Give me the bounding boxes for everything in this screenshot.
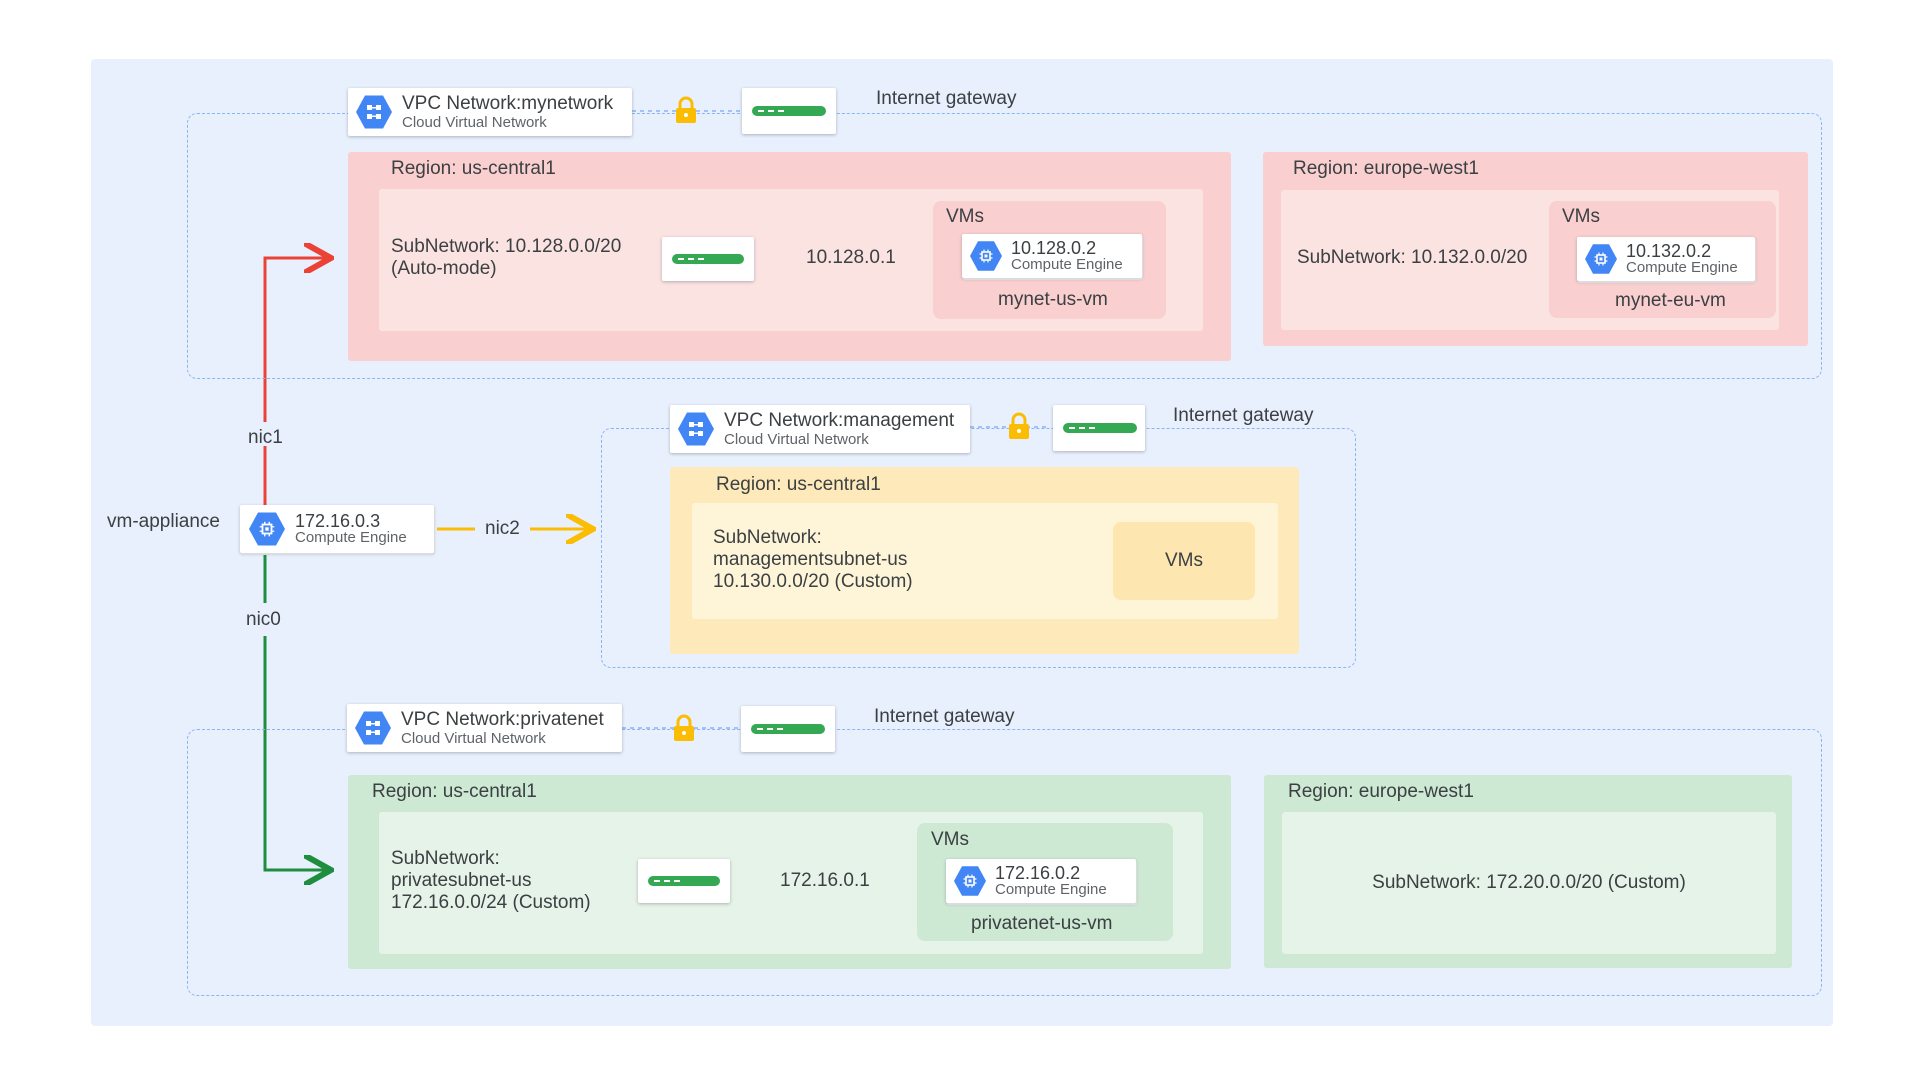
region-label: Region: europe-west1 bbox=[1288, 781, 1474, 802]
nic0-line-lower bbox=[263, 636, 328, 870]
vms-group: VMs bbox=[1113, 522, 1255, 600]
vpc-boundary-management bbox=[601, 428, 1356, 668]
lock-icon bbox=[1009, 412, 1029, 439]
vm-name: privatenet-us-vm bbox=[971, 913, 1113, 934]
vpc-title: VPC Network:management bbox=[724, 409, 955, 431]
vpc-card-mynetwork[interactable]: VPC Network:mynetwork Cloud Virtual Netw… bbox=[348, 88, 632, 136]
internet-gateway-router-icon bbox=[741, 706, 835, 752]
subnet-label: SubNetwork: 10.132.0.0/20 bbox=[1297, 247, 1528, 268]
subnet-label: SubNetwork: 172.20.0.0/20 (Custom) bbox=[1372, 872, 1686, 893]
internet-gateway-label: Internet gateway bbox=[1173, 405, 1314, 426]
vpc-card-management[interactable]: VPC Network:management Cloud Virtual Net… bbox=[670, 405, 970, 453]
vpc-subtitle: Cloud Virtual Network bbox=[402, 113, 547, 131]
vms-label: VMs bbox=[931, 829, 969, 850]
subnet-label: SubNetwork: privatesubnet-us 172.16.0.0/… bbox=[391, 848, 591, 913]
vms-label: VMs bbox=[946, 206, 984, 227]
appliance-name: vm-appliance bbox=[107, 511, 220, 532]
nic0-label: nic0 bbox=[246, 609, 281, 630]
cloud-virtual-network-icon bbox=[355, 711, 391, 745]
nic1-line-upper bbox=[263, 258, 328, 422]
vms-label: VMs bbox=[1562, 206, 1600, 227]
vpc-subtitle: Cloud Virtual Network bbox=[401, 729, 546, 747]
vpc-subtitle: Cloud Virtual Network bbox=[724, 430, 869, 448]
region-label: Region: us-central1 bbox=[716, 474, 881, 495]
internet-gateway-label: Internet gateway bbox=[874, 706, 1015, 727]
vpc-title: VPC Network:mynetwork bbox=[402, 92, 614, 114]
subnet-label: SubNetwork: managementsubnet-us 10.130.0… bbox=[713, 527, 913, 592]
internet-gateway-router-icon bbox=[638, 859, 730, 903]
vpc-card-privatenet[interactable]: VPC Network:privatenet Cloud Virtual Net… bbox=[347, 704, 622, 752]
vm-type: Compute Engine bbox=[1626, 259, 1738, 276]
vm-ip: 172.16.0.3 bbox=[295, 511, 381, 531]
compute-engine-icon bbox=[954, 866, 986, 896]
compute-engine-icon bbox=[970, 241, 1002, 271]
vm-type: Compute Engine bbox=[1011, 256, 1123, 273]
subnet-label: SubNetwork: 10.128.0.0/20 (Auto-mode) bbox=[391, 236, 622, 279]
nic2-label: nic2 bbox=[485, 518, 520, 539]
vm-card-mynet-us-vm[interactable]: 10.128.0.2 Compute Engine bbox=[962, 234, 1142, 278]
region-label: Region: us-central1 bbox=[391, 158, 556, 179]
region-label: Region: europe-west1 bbox=[1293, 158, 1479, 179]
vpc-title: VPC Network:privatenet bbox=[401, 708, 604, 730]
vm-name: mynet-eu-vm bbox=[1615, 290, 1726, 311]
lock-icon bbox=[676, 96, 696, 123]
vms-label: VMs bbox=[1165, 550, 1203, 571]
vm-type: Compute Engine bbox=[295, 529, 407, 546]
internet-gateway-router-icon bbox=[742, 88, 836, 134]
compute-engine-icon bbox=[1585, 244, 1617, 274]
vm-card-mynet-eu-vm[interactable]: 10.132.0.2 Compute Engine bbox=[1577, 237, 1755, 281]
gateway-ip: 10.128.0.1 bbox=[806, 247, 896, 268]
vpc-boundary-privatenet bbox=[187, 729, 1822, 996]
vm-card-privatenet-us-vm[interactable]: 172.16.0.2 Compute Engine bbox=[946, 859, 1136, 903]
lock-icon bbox=[674, 714, 694, 741]
region-label: Region: us-central1 bbox=[372, 781, 537, 802]
cloud-virtual-network-icon bbox=[678, 412, 714, 446]
vm-card-appliance[interactable]: 172.16.0.3 Compute Engine bbox=[240, 505, 434, 553]
compute-engine-icon bbox=[249, 512, 285, 546]
vm-ip: 172.16.0.2 bbox=[995, 863, 1081, 883]
internet-gateway-label: Internet gateway bbox=[876, 88, 1017, 109]
nic1-label: nic1 bbox=[248, 427, 283, 448]
subnet-box: SubNetwork: 172.20.0.0/20 (Custom) bbox=[1282, 812, 1776, 954]
vm-type: Compute Engine bbox=[995, 881, 1107, 898]
internet-gateway-router-icon bbox=[1053, 405, 1145, 451]
internet-gateway-router-icon bbox=[662, 237, 754, 281]
vm-ip: 10.132.0.2 bbox=[1626, 241, 1712, 261]
vm-ip: 10.128.0.2 bbox=[1011, 238, 1097, 258]
cloud-virtual-network-icon bbox=[356, 95, 392, 129]
vpc-boundary-mynetwork bbox=[187, 113, 1822, 379]
gateway-ip: 172.16.0.1 bbox=[780, 870, 870, 891]
vm-name: mynet-us-vm bbox=[998, 289, 1108, 310]
